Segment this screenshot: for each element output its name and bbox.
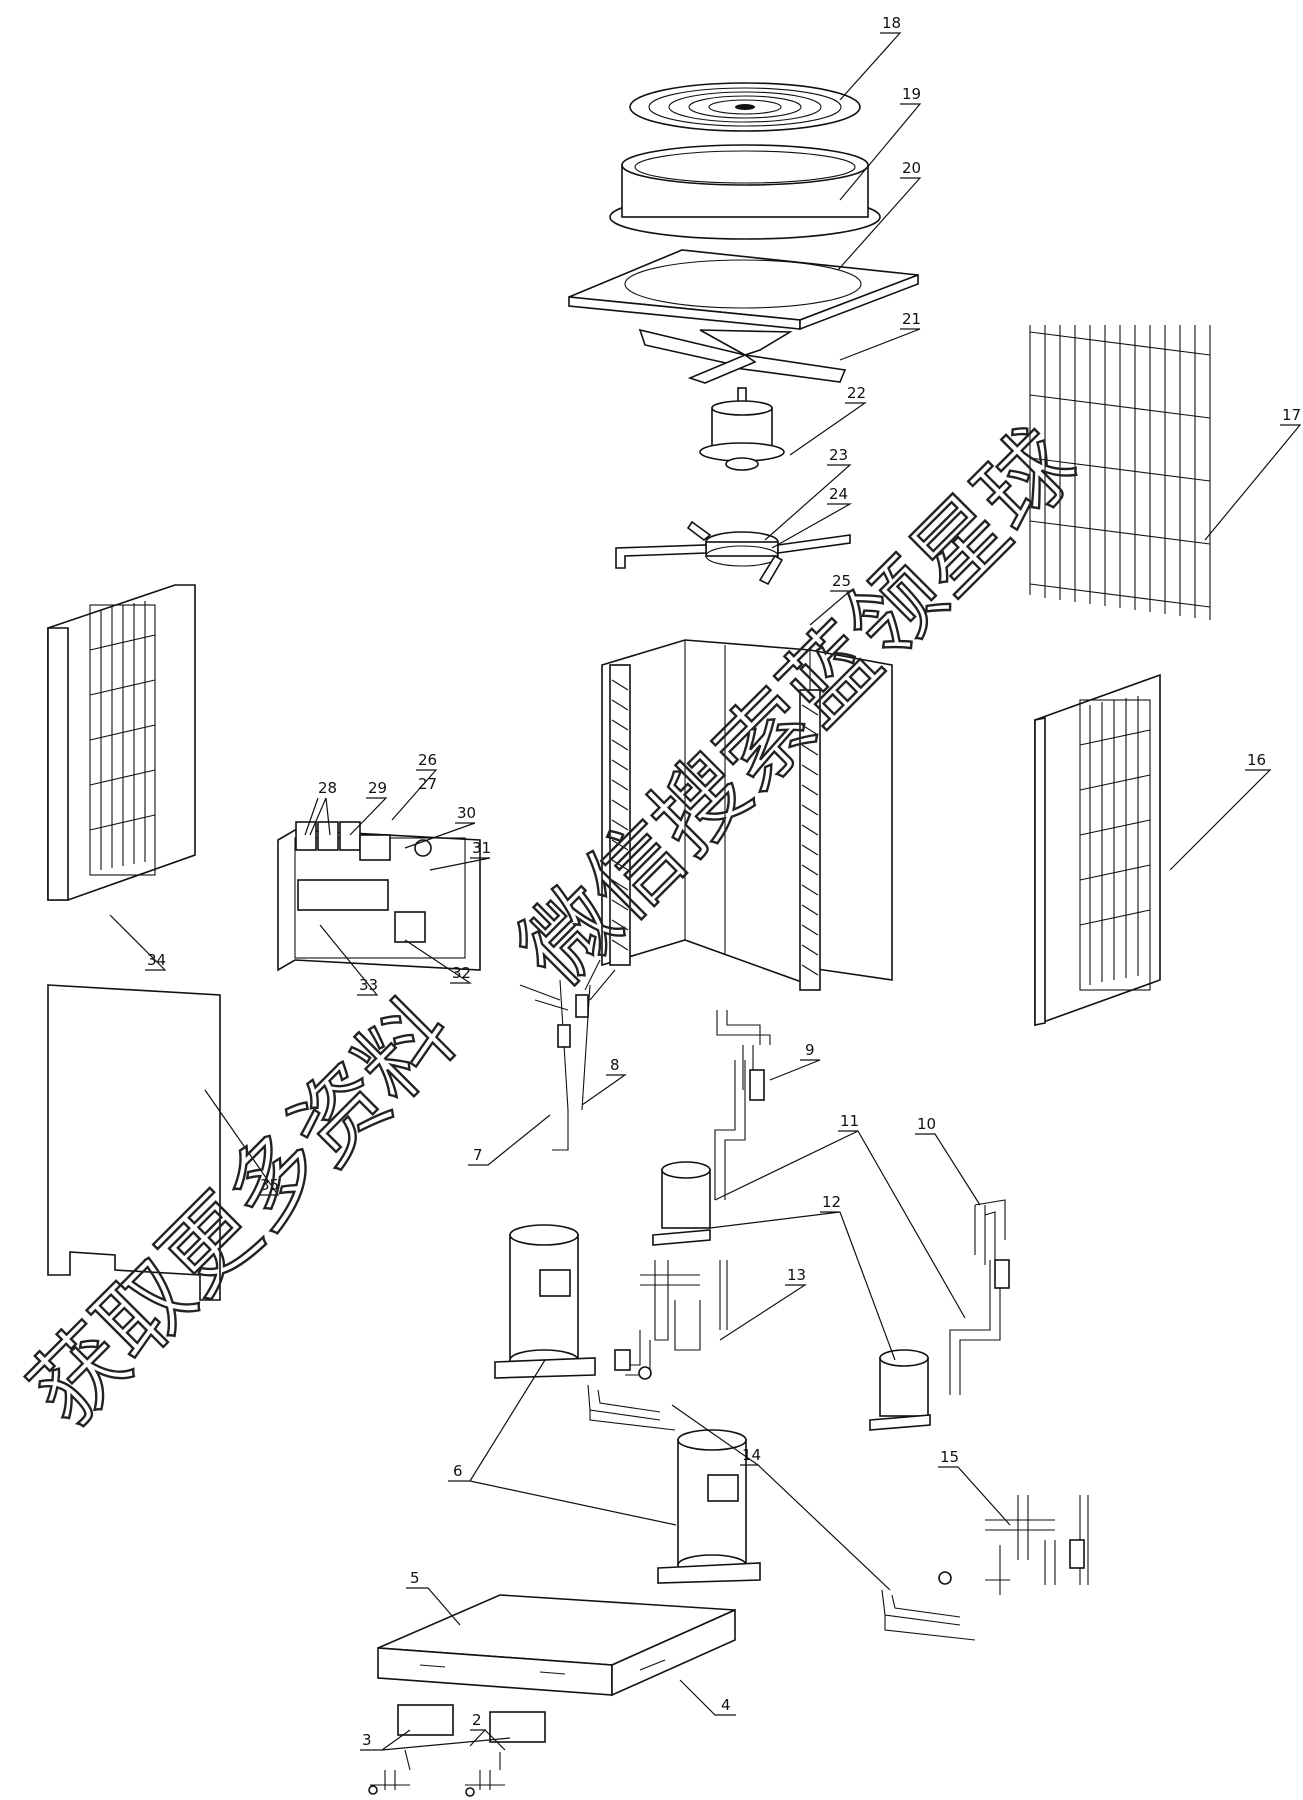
- callout-labels: 18 19 20 21 22 23 24 25 17 16 26 27 28 2…: [147, 14, 1301, 1749]
- front-panel: [47, 984, 221, 1301]
- callout-3: 3: [362, 1731, 372, 1749]
- callout-35: 35: [260, 1176, 279, 1194]
- base-chassis: [377, 1594, 736, 1697]
- accumulator-tank-upper: [652, 1161, 711, 1246]
- callout-9: 9: [805, 1041, 815, 1059]
- pipe-assembly-lower: [881, 1571, 976, 1641]
- callout-10: 10: [917, 1115, 936, 1133]
- callout-23: 23: [829, 446, 848, 464]
- callout-26: 26: [418, 751, 437, 769]
- callout-12: 12: [822, 1193, 841, 1211]
- callout-19: 19: [902, 85, 921, 103]
- right-side-panel: [1034, 673, 1161, 1027]
- callout-28: 28: [318, 779, 337, 797]
- compressor-upper: [494, 1224, 596, 1379]
- callout-29: 29: [368, 779, 387, 797]
- callout-31: 31: [472, 839, 491, 857]
- callout-5: 5: [410, 1569, 420, 1587]
- callout-8: 8: [610, 1056, 620, 1074]
- callout-14: 14: [742, 1446, 761, 1464]
- callout-32: 32: [452, 964, 471, 982]
- fan-blade: [638, 328, 847, 384]
- electric-control-box: [277, 821, 481, 972]
- accumulator-tank-lower: [869, 1349, 931, 1431]
- callout-22: 22: [847, 384, 866, 402]
- callout-33: 33: [359, 976, 378, 994]
- callout-7: 7: [473, 1146, 483, 1164]
- rear-wire-grille: [1029, 325, 1211, 620]
- callout-4: 4: [721, 1696, 731, 1714]
- four-way-valve-assembly: [614, 1260, 728, 1376]
- fan-shroud-ring: [609, 144, 881, 240]
- callout-27: 27: [418, 775, 437, 793]
- callout-30: 30: [457, 804, 476, 822]
- callout-34: 34: [147, 951, 166, 969]
- pipe-assembly-upper: [714, 1010, 771, 1200]
- service-valves: [368, 1749, 505, 1797]
- callout-21: 21: [902, 310, 921, 328]
- pipe-assembly-right: [949, 1199, 1010, 1395]
- callout-16: 16: [1247, 751, 1266, 769]
- leader-lines: [109, 32, 1302, 1751]
- callout-20: 20: [902, 159, 921, 177]
- callout-15: 15: [940, 1448, 959, 1466]
- top-cover-plate: [568, 249, 919, 331]
- sensor-wires: [519, 959, 616, 1151]
- callout-18: 18: [882, 14, 901, 32]
- motor-bracket: [615, 520, 851, 586]
- callout-25: 25: [832, 572, 851, 590]
- fan-guard-grille: [629, 82, 861, 132]
- callout-11: 11: [840, 1112, 859, 1130]
- valve-assembly-right: [985, 1495, 1089, 1595]
- compressor-lower: [657, 1429, 761, 1584]
- callout-24: 24: [829, 485, 848, 503]
- left-side-panel: [47, 584, 196, 901]
- callout-6: 6: [453, 1462, 463, 1480]
- callout-2: 2: [472, 1711, 482, 1729]
- callout-13: 13: [787, 1266, 806, 1284]
- callout-17: 17: [1282, 406, 1301, 424]
- pipe-assembly-middle: [587, 1366, 676, 1431]
- base-brackets: [397, 1704, 546, 1743]
- fan-motor: [699, 387, 785, 471]
- evaporator-coil: [601, 639, 893, 991]
